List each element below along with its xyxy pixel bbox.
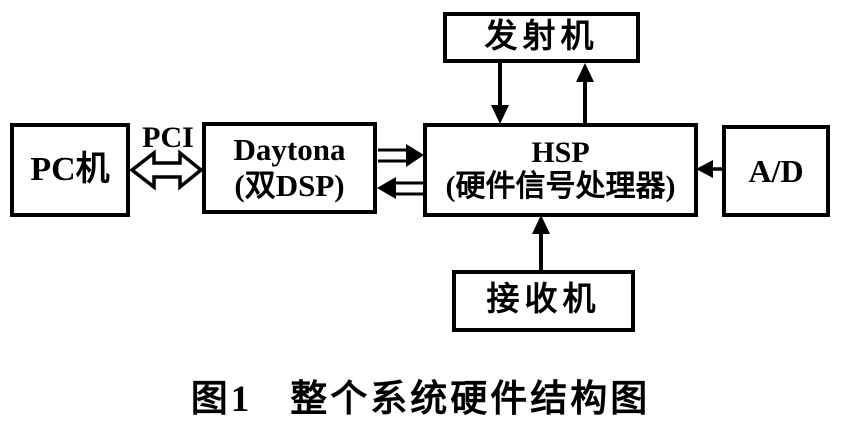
caption-title: 整个系统硬件结构图 xyxy=(290,379,651,420)
node-receiver: 接收机 xyxy=(452,270,635,332)
node-transmitter: 发射机 xyxy=(443,12,640,63)
caption-figure-number: 图1 xyxy=(190,379,253,420)
hsp-to-daytona-arrow xyxy=(377,177,424,199)
node-pc: PC机 xyxy=(10,123,130,217)
node-hsp-label-line1: HSP xyxy=(531,135,590,169)
node-daytona: Daytona (双DSP) xyxy=(202,122,377,214)
ad-to-hsp-arrow xyxy=(696,160,722,178)
node-hsp-label-line2: (硬件信号处理器) xyxy=(445,170,676,203)
node-pc-label: PC机 xyxy=(30,151,110,189)
hsp-to-transmitter-arrow xyxy=(576,63,594,123)
receiver-to-hsp-arrow xyxy=(532,215,550,270)
node-receiver-label: 接收机 xyxy=(486,282,601,319)
node-daytona-label-line2: (双DSP) xyxy=(234,168,345,203)
node-hsp: HSP (硬件信号处理器) xyxy=(423,123,698,217)
node-transmitter-label: 发射机 xyxy=(484,18,599,55)
daytona-to-hsp-arrow xyxy=(378,144,424,167)
node-daytona-label-line1: Daytona xyxy=(233,132,346,168)
node-ad: A/D xyxy=(722,125,830,217)
node-ad-label: A/D xyxy=(748,152,804,189)
pci-bidirectional-arrow xyxy=(129,149,204,191)
figure-caption: 图1 整个系统硬件结构图 xyxy=(0,368,841,422)
pci-bus-label: PCI xyxy=(142,121,194,154)
transmitter-to-hsp-arrow xyxy=(491,63,509,124)
